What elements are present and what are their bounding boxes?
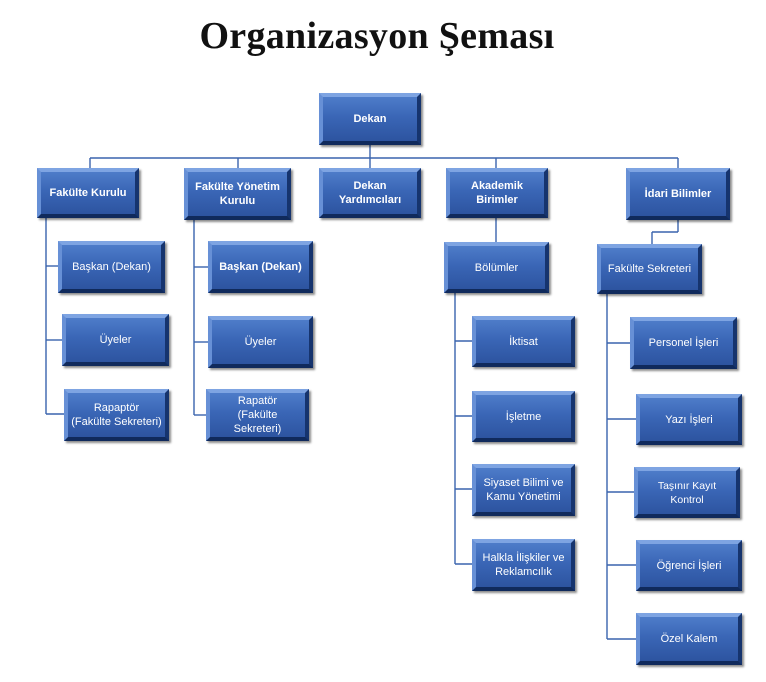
node-fyk-baskan: Başkan (Dekan) (208, 241, 313, 293)
node-iktisat: İktisat (472, 316, 575, 367)
node-halkla: Halkla İlişkiler ve Reklamcılık (472, 539, 575, 591)
node-personel: Personel İşleri (630, 317, 737, 369)
node-fakulte-yonetim-kurulu: Fakülte Yönetim Kurulu (184, 168, 291, 220)
node-siyaset: Siyaset Bilimi ve Kamu Yönetimi (472, 464, 575, 516)
node-idari-bilimler: İdari Bilimler (626, 168, 730, 220)
node-fyk-uyeler: Üyeler (208, 316, 313, 368)
node-akademik-birimler: Akademik Birimler (446, 168, 548, 218)
node-fk-baskan: Başkan (Dekan) (58, 241, 165, 293)
node-yazi: Yazı İşleri (636, 394, 742, 445)
node-fakulte-sekreteri: Fakülte Sekreteri (597, 244, 702, 294)
node-fk-raportor: Rapaptör (Fakülte Sekreteri) (64, 389, 169, 441)
node-dekan: Dekan (319, 93, 421, 145)
node-bolumler: Bölümler (444, 242, 549, 293)
node-fk-uyeler: Üyeler (62, 314, 169, 366)
node-fakulte-kurulu: Fakülte Kurulu (37, 168, 139, 218)
node-fyk-raportor: Rapatör (Fakülte Sekreteri) (206, 389, 309, 441)
node-tasinir: Taşınır Kayıt Kontrol (634, 467, 740, 518)
node-isletme: İşletme (472, 391, 575, 442)
page-title: Organizasyon Şeması (199, 15, 555, 57)
node-ogrenci: Öğrenci İşleri (636, 540, 742, 591)
node-ozel-kalem: Özel Kalem (636, 613, 742, 665)
node-dekan-yardimcilari: Dekan Yardımcıları (319, 168, 421, 218)
